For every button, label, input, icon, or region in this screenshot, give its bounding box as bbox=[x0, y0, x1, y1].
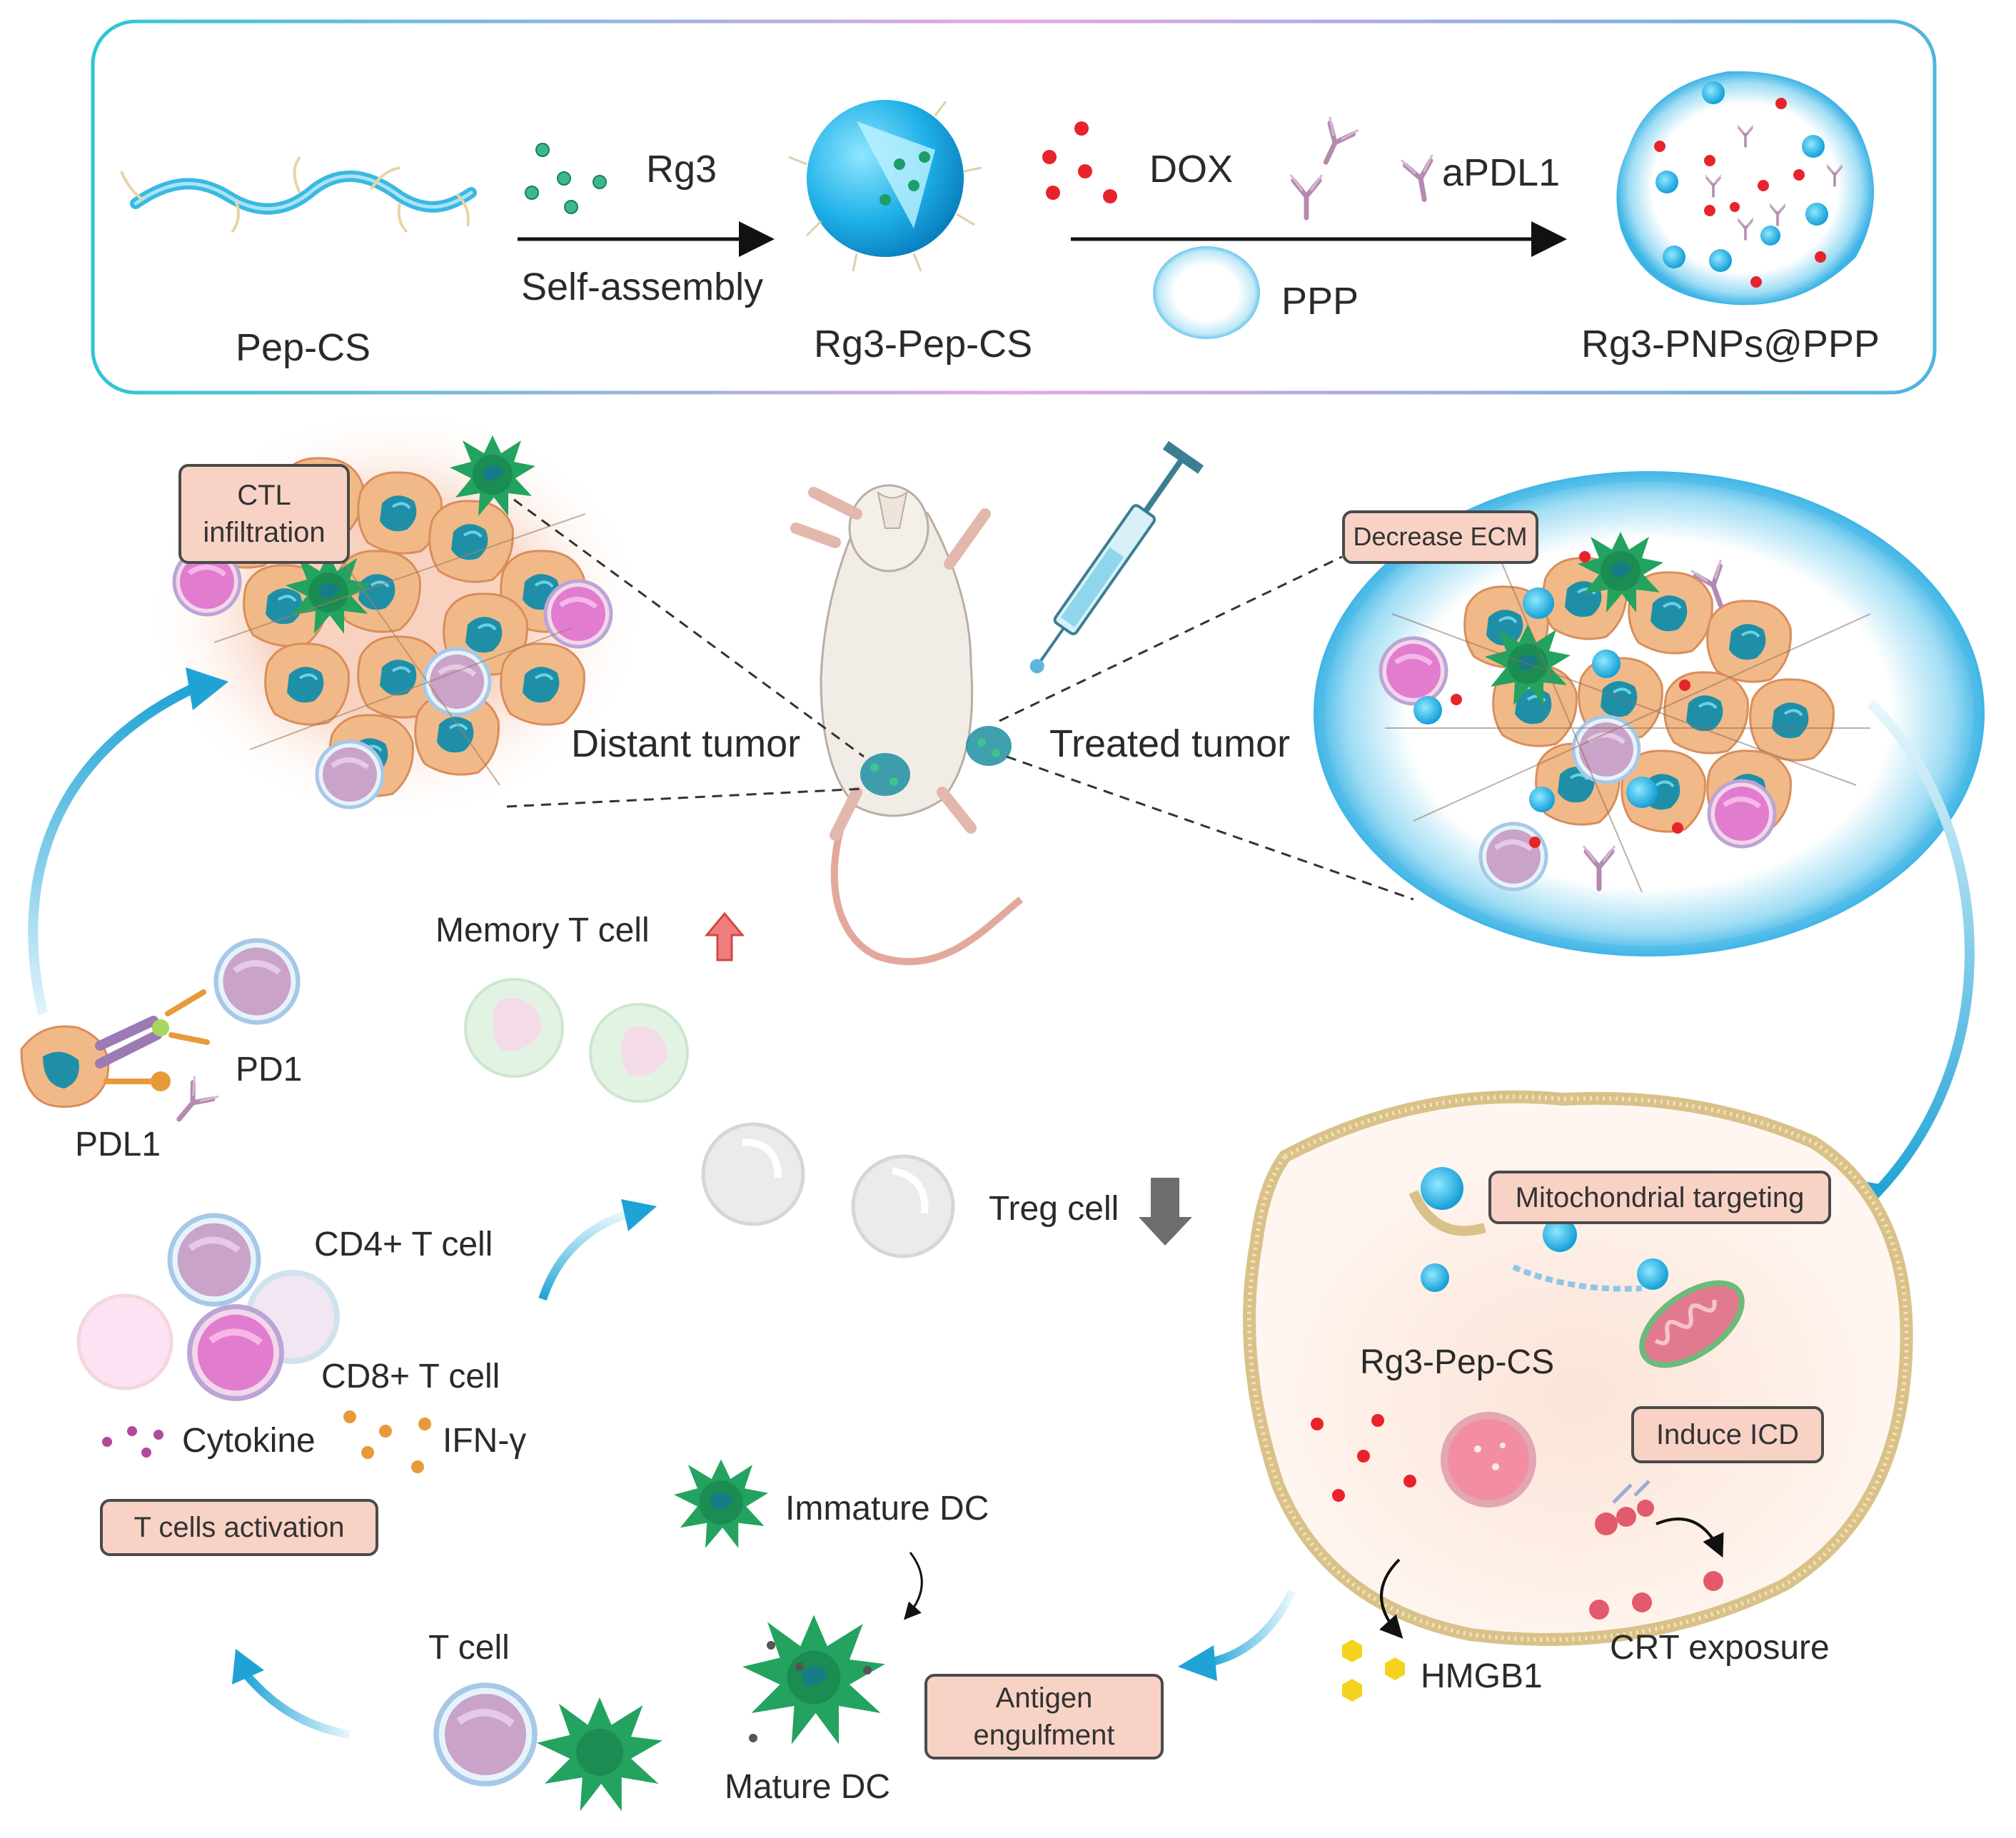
pd1-label: PD1 bbox=[236, 1051, 303, 1089]
crt-surface bbox=[1589, 1571, 1723, 1620]
curved-arrow-up bbox=[28, 680, 202, 1015]
mature-dc-cell bbox=[742, 1615, 885, 1744]
treg-cells bbox=[701, 1122, 955, 1258]
hmgb1-label: HMGB1 bbox=[1421, 1657, 1543, 1695]
pd1-pdl1-illustration bbox=[20, 941, 298, 1130]
antigen-engulfment-box: Antigen engulfment bbox=[924, 1674, 1164, 1759]
pep-cs-strand bbox=[120, 156, 477, 233]
treg-cell-label: Treg cell bbox=[989, 1190, 1119, 1228]
maturation-arrow bbox=[904, 1552, 923, 1620]
cancer-cell-illustration bbox=[1243, 1090, 1913, 1646]
hmgb1-hexagons bbox=[1342, 1640, 1405, 1702]
mature-dc-label: Mature DC bbox=[725, 1768, 891, 1806]
rg3-pnps-ppp-particle bbox=[1616, 71, 1874, 306]
dox-label: DOX bbox=[1149, 148, 1234, 191]
cd8-t-cell-label: CD8+ T cell bbox=[321, 1358, 500, 1395]
crt-exposure-label: CRT exposure bbox=[1610, 1629, 1830, 1667]
treated-tumor-label: Treated tumor bbox=[1049, 722, 1291, 765]
arrow-to-activation bbox=[239, 1667, 351, 1739]
t-cells-activation-illustration bbox=[76, 1216, 431, 1473]
crt-complex bbox=[1595, 1480, 1654, 1535]
dox-dots bbox=[1042, 121, 1117, 203]
immature-dc-cell bbox=[674, 1459, 768, 1548]
ppp-label: PPP bbox=[1281, 280, 1359, 323]
distant-tumor-label: Distant tumor bbox=[571, 722, 801, 765]
curved-arrow-right bbox=[1867, 699, 1975, 1203]
t-cells-activation-box: T cells activation bbox=[100, 1499, 378, 1556]
treg-down-arrow bbox=[1139, 1178, 1192, 1246]
t-cell-label: T cell bbox=[428, 1629, 510, 1667]
antigen-dots bbox=[749, 1641, 872, 1742]
self-assembly-label: Self-assembly bbox=[521, 266, 764, 308]
decrease-ecm-box: Decrease ECM bbox=[1342, 510, 1538, 564]
mitochondrion bbox=[1639, 1280, 1745, 1368]
rg3-pnps-ppp-label: Rg3-PNPs@PPP bbox=[1581, 323, 1880, 365]
syringe-illustration bbox=[1029, 440, 1204, 674]
immature-dc-label: Immature DC bbox=[785, 1490, 989, 1528]
ppp-vesicle bbox=[1153, 246, 1260, 339]
mouse-illustration bbox=[790, 484, 1024, 966]
pep-cs-label: Pep-CS bbox=[236, 326, 371, 369]
pdl1-label: PDL1 bbox=[75, 1126, 161, 1163]
crt-exposure-arrow bbox=[1655, 1518, 1724, 1558]
arrow-to-antigen bbox=[1205, 1590, 1296, 1667]
ifn-gamma-label: IFN-γ bbox=[443, 1422, 527, 1460]
cd4-t-cell-label: CD4+ T cell bbox=[314, 1226, 493, 1263]
rg3-pep-cs-label: Rg3-Pep-CS bbox=[814, 323, 1033, 365]
apdl1-label: aPDL1 bbox=[1442, 151, 1561, 194]
memory-up-arrow bbox=[704, 912, 745, 961]
synthesis-frame bbox=[91, 19, 1937, 395]
memory-t-cell-label: Memory T cell bbox=[435, 912, 650, 949]
induce-icd-box: Induce ICD bbox=[1631, 1406, 1824, 1463]
treated-tumor-illustration bbox=[1314, 471, 1985, 956]
rg3-dots bbox=[525, 143, 607, 214]
arrow-to-treg bbox=[538, 1209, 630, 1301]
t-cell-dc-pair bbox=[436, 1685, 662, 1812]
rg3-pep-cs-cell-label: Rg3-Pep-CS bbox=[1360, 1343, 1555, 1381]
mitochondrial-targeting-box: Mitochondrial targeting bbox=[1488, 1171, 1831, 1224]
ctl-infiltration-box: CTL infiltration bbox=[178, 464, 350, 564]
cytokine-label: Cytokine bbox=[182, 1422, 316, 1460]
rg3-pep-cs-nanoparticle bbox=[788, 100, 982, 272]
hmgb1-release-arrow bbox=[1379, 1558, 1403, 1639]
rg3-label: Rg3 bbox=[646, 148, 717, 191]
tumor-connectors bbox=[506, 498, 1414, 901]
memory-t-cells bbox=[464, 978, 689, 1103]
